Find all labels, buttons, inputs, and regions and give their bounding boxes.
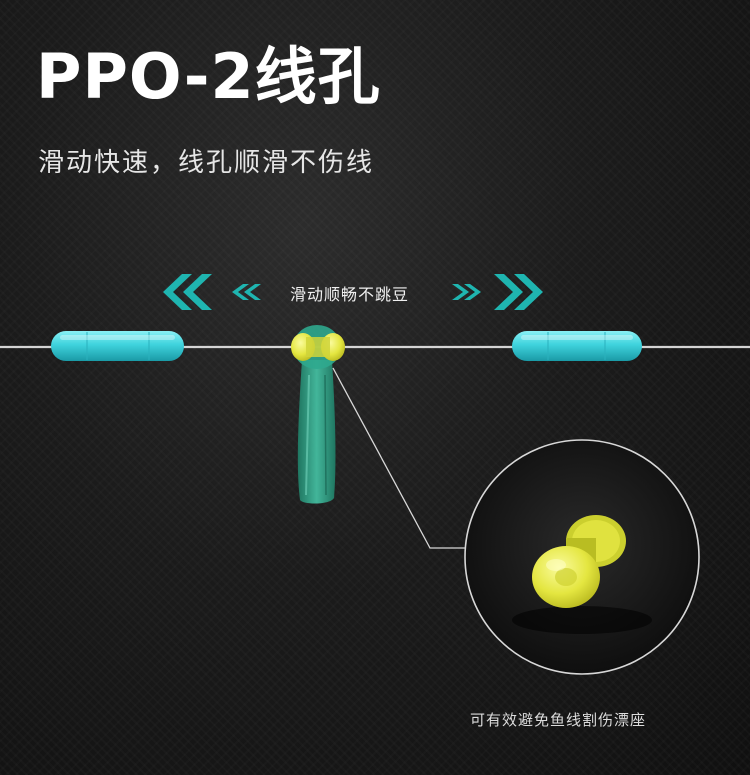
page-title: PPO-2线孔: [36, 40, 381, 113]
double-chevron-right-icon: [452, 274, 543, 310]
double-chevron-left-icon: [163, 274, 261, 310]
page-subtitle: 滑动快速，线孔顺滑不伤线: [38, 148, 375, 178]
detail-caption: 可有效避免鱼线割伤漂座: [470, 711, 647, 729]
pointer-line: [332, 367, 468, 549]
line-bead: [291, 333, 345, 361]
slide-label: 滑动顺畅不跳豆: [290, 285, 410, 304]
magnifier-detail: [464, 439, 700, 675]
float-left: [51, 331, 184, 361]
float-right: [512, 331, 642, 361]
